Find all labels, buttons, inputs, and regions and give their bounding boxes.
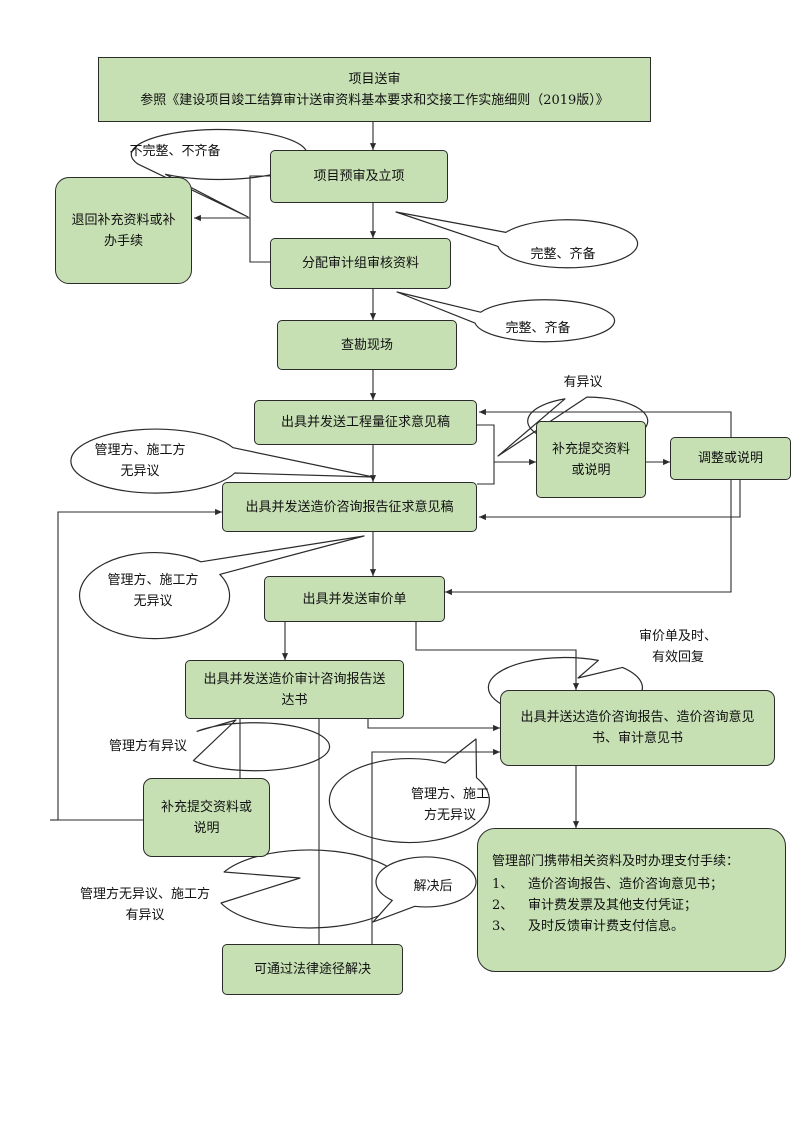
callout-complete-1-bubble bbox=[395, 211, 639, 269]
final-reports-node: 出具并送达造价咨询报告、造价咨询意见 书、审计意见书 bbox=[500, 690, 775, 766]
payment-item-3-text: 及时反馈审计费支付信息。 bbox=[528, 919, 685, 934]
site-survey-node: 查勘现场 bbox=[277, 320, 457, 370]
callout-no-objection-1-bubble bbox=[70, 428, 374, 494]
payment-item-3: 3、 及时反馈审计费支付信息。 bbox=[492, 916, 739, 937]
callout-no-objection-3-line1: 管理方、施工 bbox=[410, 787, 489, 802]
callout-no-objection-1: 管理方、施工方 无异议 bbox=[55, 436, 225, 486]
callout-incomplete: 不完整、不齐备 bbox=[129, 143, 221, 159]
callout-mixed-objection-line2: 有异议 bbox=[125, 908, 165, 923]
payment-item-3-num: 3、 bbox=[492, 919, 514, 934]
callout-no-objection-3-line2: 方无异议 bbox=[423, 808, 476, 823]
callout-no-objection-1-line1: 管理方、施工方 bbox=[94, 443, 186, 458]
payment-item-1: 1、 造价咨询报告、造价咨询意见书； bbox=[492, 874, 739, 895]
supplement-docs-2-line2: 说明 bbox=[193, 820, 220, 836]
callout-mixed-objection-line1: 管理方无异议、施工方 bbox=[79, 887, 210, 902]
prereview-node: 项目预审及立项 bbox=[270, 150, 448, 203]
engineering-draft-node: 出具并发送工程量征求意见稿 bbox=[254, 400, 477, 445]
callout-resolved: 解决后 bbox=[413, 878, 453, 894]
callout-complete-2: 完整、齐备 bbox=[505, 320, 571, 336]
supplement-docs-1-line1: 补充提交资料 bbox=[551, 441, 630, 457]
cost-report-notice-node: 出具并发送造价审计咨询报告送 达书 bbox=[185, 660, 404, 719]
adjust-explain-node: 调整或说明 bbox=[670, 437, 791, 480]
project-submit-title: 项目送审 bbox=[348, 71, 401, 87]
payment-item-1-num: 1、 bbox=[492, 877, 514, 892]
callout-no-objection-2-bubble bbox=[79, 535, 365, 640]
callout-mgmt-objection: 管理方有异议 bbox=[108, 738, 187, 754]
callout-has-objection: 有异议 bbox=[563, 374, 603, 390]
supplement-docs-2-node: 补充提交资料或 说明 bbox=[143, 778, 270, 857]
callout-timely-reply: 审价单及时、 有效回复 bbox=[603, 622, 753, 672]
callout-no-objection-3-bubble bbox=[328, 738, 490, 844]
return-supplement-node: 退回补充资料或补 办手续 bbox=[55, 177, 192, 284]
assign-group-node: 分配审计组审核资料 bbox=[270, 238, 451, 289]
callout-mixed-objection-bubble bbox=[220, 849, 406, 929]
payment-node: 管理部门携带相关资料及时办理支付手续： 1、 造价咨询报告、造价咨询意见书； 2… bbox=[477, 828, 786, 972]
callout-complete-2-bubble bbox=[396, 291, 616, 343]
payment-item-2-text: 审计费发票及其他支付凭证； bbox=[528, 898, 698, 913]
callout-mixed-objection: 管理方无异议、施工方 有异议 bbox=[50, 880, 240, 930]
supplement-docs-2-line1: 补充提交资料或 bbox=[160, 799, 252, 815]
callout-incomplete-bubble bbox=[130, 128, 308, 218]
project-submit-reference: 参照《建设项目竣工结算审计送审资料基本要求和交接工作实施细则（2019版）》 bbox=[140, 92, 609, 108]
payment-item-1-text: 造价咨询报告、造价咨询意见书； bbox=[528, 877, 724, 892]
legal-resolution-node: 可通过法律途径解决 bbox=[222, 944, 403, 995]
final-reports-line1: 出具并送达造价咨询报告、造价咨询意见 bbox=[520, 710, 755, 725]
cost-report-notice-line1: 出具并发送造价审计咨询报告送 bbox=[203, 671, 386, 687]
callout-no-objection-2-line1: 管理方、施工方 bbox=[107, 573, 199, 588]
callout-timely-reply-line1: 审价单及时、 bbox=[638, 629, 717, 644]
cost-report-notice-line2: 达书 bbox=[281, 692, 308, 708]
final-reports-line2: 书、审计意见书 bbox=[591, 731, 683, 746]
callout-no-objection-2-line2: 无异议 bbox=[133, 594, 173, 609]
callout-timely-reply-line2: 有效回复 bbox=[651, 650, 704, 665]
supplement-docs-1-line2: 或说明 bbox=[571, 462, 611, 478]
price-sheet-node: 出具并发送审价单 bbox=[264, 576, 445, 622]
project-submit-node: 项目送审 参照《建设项目竣工结算审计送审资料基本要求和交接工作实施细则（2019… bbox=[98, 57, 651, 122]
return-supplement-line2: 办手续 bbox=[103, 233, 143, 249]
payment-item-2-num: 2、 bbox=[492, 898, 514, 913]
supplement-docs-1-node: 补充提交资料 或说明 bbox=[536, 421, 646, 498]
callout-resolved-bubble bbox=[372, 856, 477, 923]
payment-title: 管理部门携带相关资料及时办理支付手续： bbox=[492, 854, 740, 869]
callout-mgmt-objection-bubble bbox=[192, 719, 331, 772]
callout-no-objection-1-line2: 无异议 bbox=[120, 464, 160, 479]
cost-report-draft-node: 出具并发送造价咨询报告征求意见稿 bbox=[222, 482, 477, 532]
payment-item-2: 2、 审计费发票及其他支付凭证； bbox=[492, 895, 739, 916]
callout-no-objection-2: 管理方、施工方 无异议 bbox=[78, 566, 228, 616]
callout-no-objection-3: 管理方、施工 方无异议 bbox=[372, 780, 528, 830]
return-supplement-line1: 退回补充资料或补 bbox=[71, 212, 176, 228]
callout-complete-1: 完整、齐备 bbox=[530, 246, 596, 262]
